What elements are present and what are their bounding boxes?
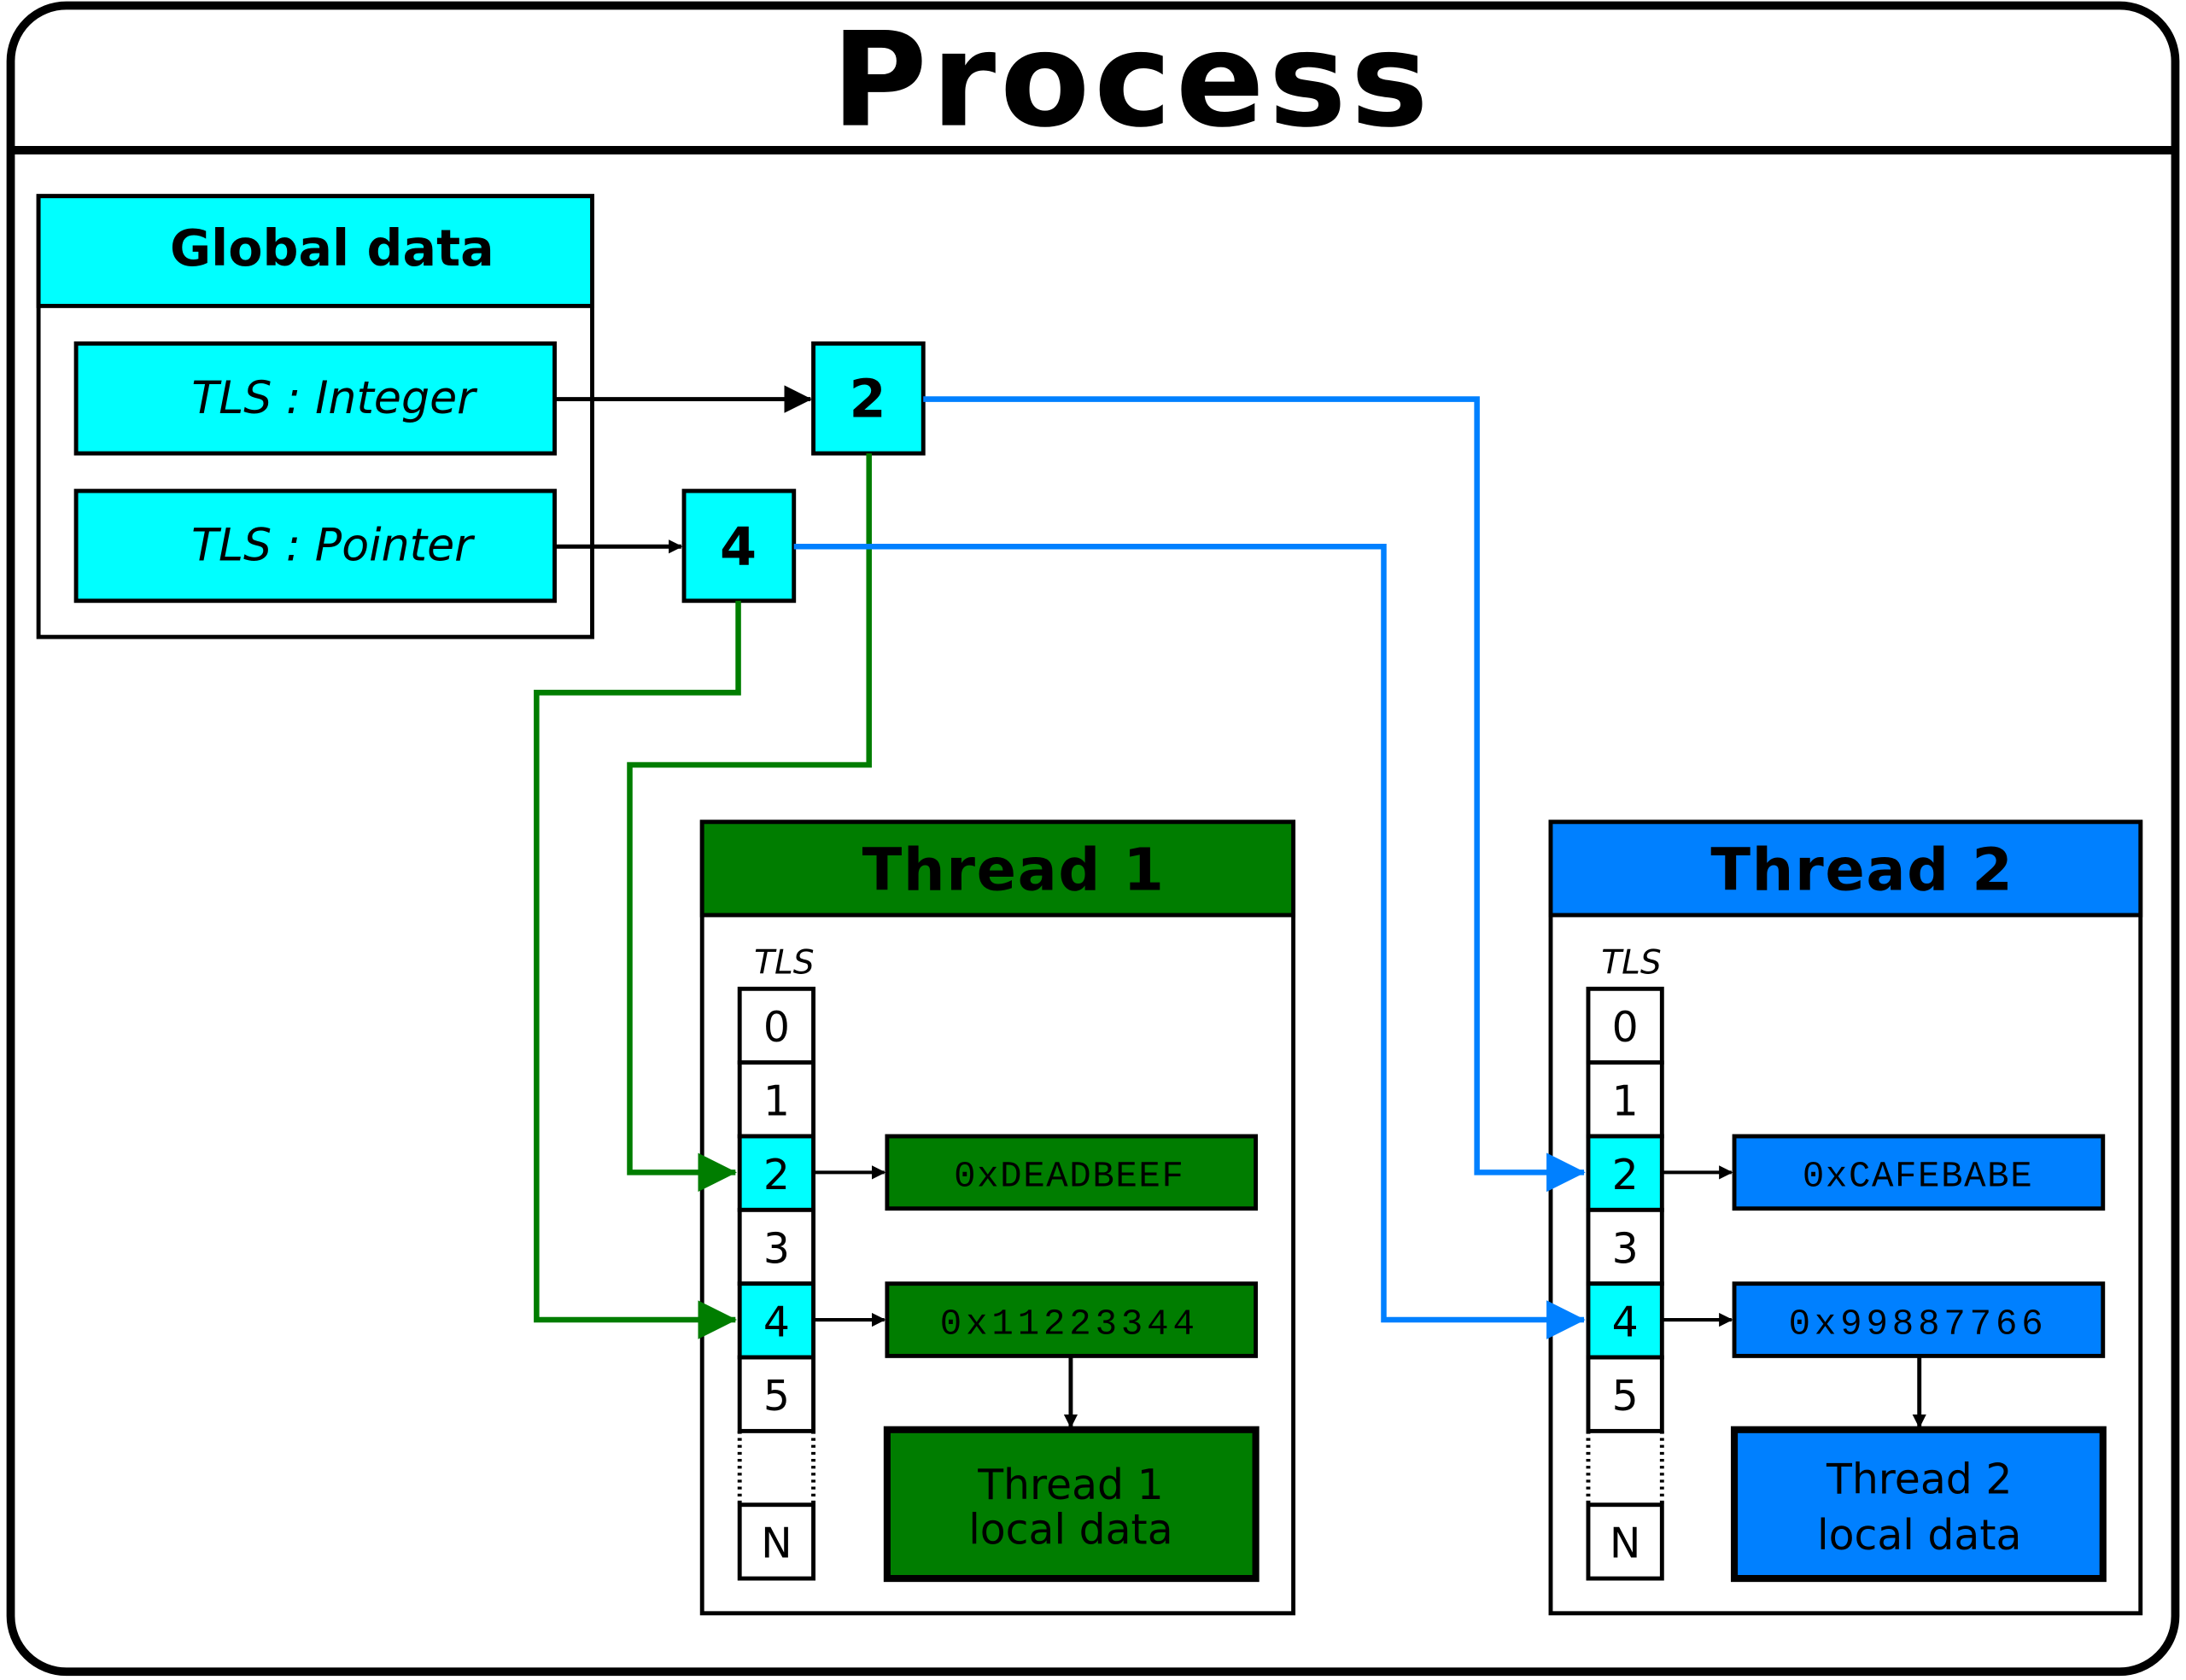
thread-1-title: Thread 1 <box>862 837 1166 905</box>
tls-slot-label: 2 <box>763 1151 790 1199</box>
index-box-pointer: 4 <box>681 488 797 604</box>
tls-slot-0 <box>737 986 815 1065</box>
tls-integer-label: TLS : Integer <box>191 373 478 424</box>
thread-2-tls-label: TLS <box>1601 943 1661 982</box>
connector-integer-to-thread-1 <box>627 453 872 1193</box>
tls-slot-label: N <box>1610 1520 1641 1568</box>
thread-1-value-1: 0x11223344 <box>940 1304 1199 1345</box>
index-value-integer: 2 <box>850 369 886 430</box>
tls-slot-5 <box>1586 1355 1664 1433</box>
tls-pointer-box <box>73 488 557 604</box>
tls-slot-0 <box>1586 986 1664 1065</box>
global-data-box: Global data TLS : Integer TLS : Pointer <box>36 194 594 639</box>
tls-slot-n <box>737 1502 815 1581</box>
connector-pointer-to-thread-2 <box>793 543 1586 1339</box>
thread-2-value-box-0 <box>1732 1134 2106 1211</box>
tls-integer-box <box>73 341 557 456</box>
thread-2-local-data-box <box>1730 1426 2107 1583</box>
thread-2-local-data-line-2: local data <box>1817 1511 2021 1560</box>
tls-slot-label: 5 <box>763 1372 790 1420</box>
index-value-pointer: 4 <box>720 516 757 577</box>
tls-slot-1 <box>1586 1060 1664 1139</box>
thread-1-value-box-0 <box>885 1134 1259 1211</box>
thread-2-local-data-line-1: Thread 2 <box>1826 1455 2012 1504</box>
tls-slot-label: 4 <box>763 1298 790 1347</box>
tls-slot-2 <box>737 1134 815 1212</box>
thread-1-local-data-line-2: local data <box>968 1505 1172 1554</box>
tls-slot-n <box>1586 1502 1664 1581</box>
process-title: Process <box>832 5 1433 157</box>
connector-pointer-to-thread-1 <box>534 600 741 1339</box>
thread-1-local-data-box <box>883 1426 1260 1583</box>
thread-2-value-box-1 <box>1732 1281 2106 1358</box>
tls-slot-label: 4 <box>1612 1298 1639 1347</box>
thread-1-box: Thread 1 TLS 0 1 2 3 4 5N 0xDEADBEEF 0x112233… <box>699 820 1296 1616</box>
tls-slot-label: N <box>761 1520 792 1568</box>
tls-pointer-label: TLS : Pointer <box>191 521 476 572</box>
tls-slot-label: 5 <box>1612 1372 1639 1420</box>
thread-1-value-box-1 <box>885 1281 1259 1358</box>
tls-slot-label: 0 <box>763 1003 790 1052</box>
thread-2-title: Thread 2 <box>1710 837 2014 905</box>
tls-slot-label: 2 <box>1612 1151 1639 1199</box>
tls-slot-5 <box>737 1355 815 1433</box>
thread-1-value-0: 0xDEADBEEF <box>954 1157 1184 1198</box>
thread-2-value-1: 0x99887766 <box>1789 1304 2048 1345</box>
tls-slot-label: 0 <box>1612 1003 1639 1052</box>
thread-2-box: Thread 2 TLS 0 1 2 3 4 5N 0xCAFEBABE 0x998877… <box>1548 820 2143 1616</box>
thread-2-value-0: 0xCAFEBABE <box>1803 1157 2033 1198</box>
tls-slot-label: 1 <box>763 1077 790 1126</box>
tls-slot-label: 3 <box>1612 1224 1639 1273</box>
connector-integer-to-thread-2 <box>923 396 1586 1193</box>
global-data-title: Global data <box>170 219 494 277</box>
thread-1-tls-table: 0 1 2 3 4 5N <box>737 986 815 1581</box>
index-box-integer: 2 <box>811 341 926 456</box>
thread-1-local-data-line-1: Thread 1 <box>977 1461 1163 1509</box>
tls-slot-label: 1 <box>1612 1077 1639 1126</box>
tls-slot-label: 3 <box>763 1224 790 1273</box>
tls-slot-1 <box>737 1060 815 1139</box>
tls-slot-3 <box>737 1207 815 1286</box>
tls-slot-3 <box>1586 1207 1664 1286</box>
thread-1-tls-label: TLS <box>754 943 814 982</box>
